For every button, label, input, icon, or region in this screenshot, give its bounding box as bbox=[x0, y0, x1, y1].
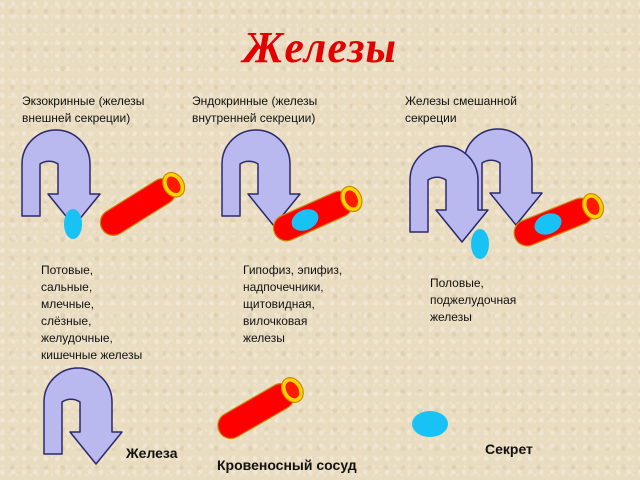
endocrine-example: вилочковая bbox=[243, 314, 308, 328]
mixed-heading: Железы смешанной секреции bbox=[405, 93, 517, 127]
legend-secret-label: Секрет bbox=[485, 441, 533, 457]
mixed-secret-drop bbox=[471, 229, 489, 259]
exocrine-example: сальные, bbox=[41, 280, 93, 294]
mixed-example: железы bbox=[430, 310, 472, 324]
endocrine-heading-line-1: Эндокринные (железы bbox=[192, 94, 318, 108]
exocrine-secret-drop bbox=[64, 209, 82, 239]
endocrine-examples: Гипофиз, эпифиз, надпочечники, щитовидна… bbox=[243, 262, 342, 347]
exocrine-example: слёзные, bbox=[41, 314, 92, 328]
mixed-heading-line-1: Железы смешанной bbox=[405, 94, 517, 108]
exocrine-example: желудочные, bbox=[41, 331, 113, 345]
exocrine-example: Потовые, bbox=[41, 263, 94, 277]
endocrine-heading-line-2: внутренней секреции) bbox=[192, 111, 316, 125]
mixed-heading-line-2: секреции bbox=[405, 111, 457, 125]
exocrine-example: млечные, bbox=[41, 297, 95, 311]
mixed-secret-in-vessel bbox=[534, 213, 562, 235]
mixed-examples: Половые, поджелудочная железы bbox=[430, 275, 516, 326]
endocrine-example: Гипофиз, эпифиз, bbox=[243, 263, 343, 277]
legend-gland-arrow-icon bbox=[43, 367, 123, 465]
endocrine-heading: Эндокринные (железы внутренней секреции) bbox=[192, 93, 317, 127]
mixed-example: поджелудочная bbox=[430, 293, 517, 307]
exocrine-heading-line-1: Экзокринные (железы bbox=[22, 94, 145, 108]
endocrine-example: надпочечники, bbox=[243, 280, 324, 294]
legend-secret-drop bbox=[412, 411, 448, 437]
exocrine-heading: Экзокринные (железы внешней секреции) bbox=[22, 93, 144, 127]
legend-vessel-label: Кровеносный сосуд bbox=[217, 457, 357, 473]
exocrine-heading-line-2: внешней секреции) bbox=[22, 111, 131, 125]
exocrine-example: кишечные железы bbox=[41, 348, 143, 362]
exocrine-blood-vessel bbox=[94, 167, 190, 241]
exocrine-gland-arrow-icon bbox=[21, 129, 101, 227]
legend-gland-label: Железа bbox=[126, 445, 178, 461]
legend-blood-vessel bbox=[212, 373, 309, 444]
endocrine-example: щитовидная, bbox=[243, 297, 315, 311]
exocrine-examples: Потовые, сальные, млечные, слёзные, желу… bbox=[41, 262, 142, 364]
endocrine-gland-arrow-icon bbox=[221, 129, 301, 227]
endocrine-example: железы bbox=[243, 331, 285, 345]
endocrine-secret-in-vessel bbox=[291, 209, 319, 231]
page-title: Железы bbox=[242, 23, 398, 72]
mixed-example: Половые, bbox=[430, 276, 484, 290]
